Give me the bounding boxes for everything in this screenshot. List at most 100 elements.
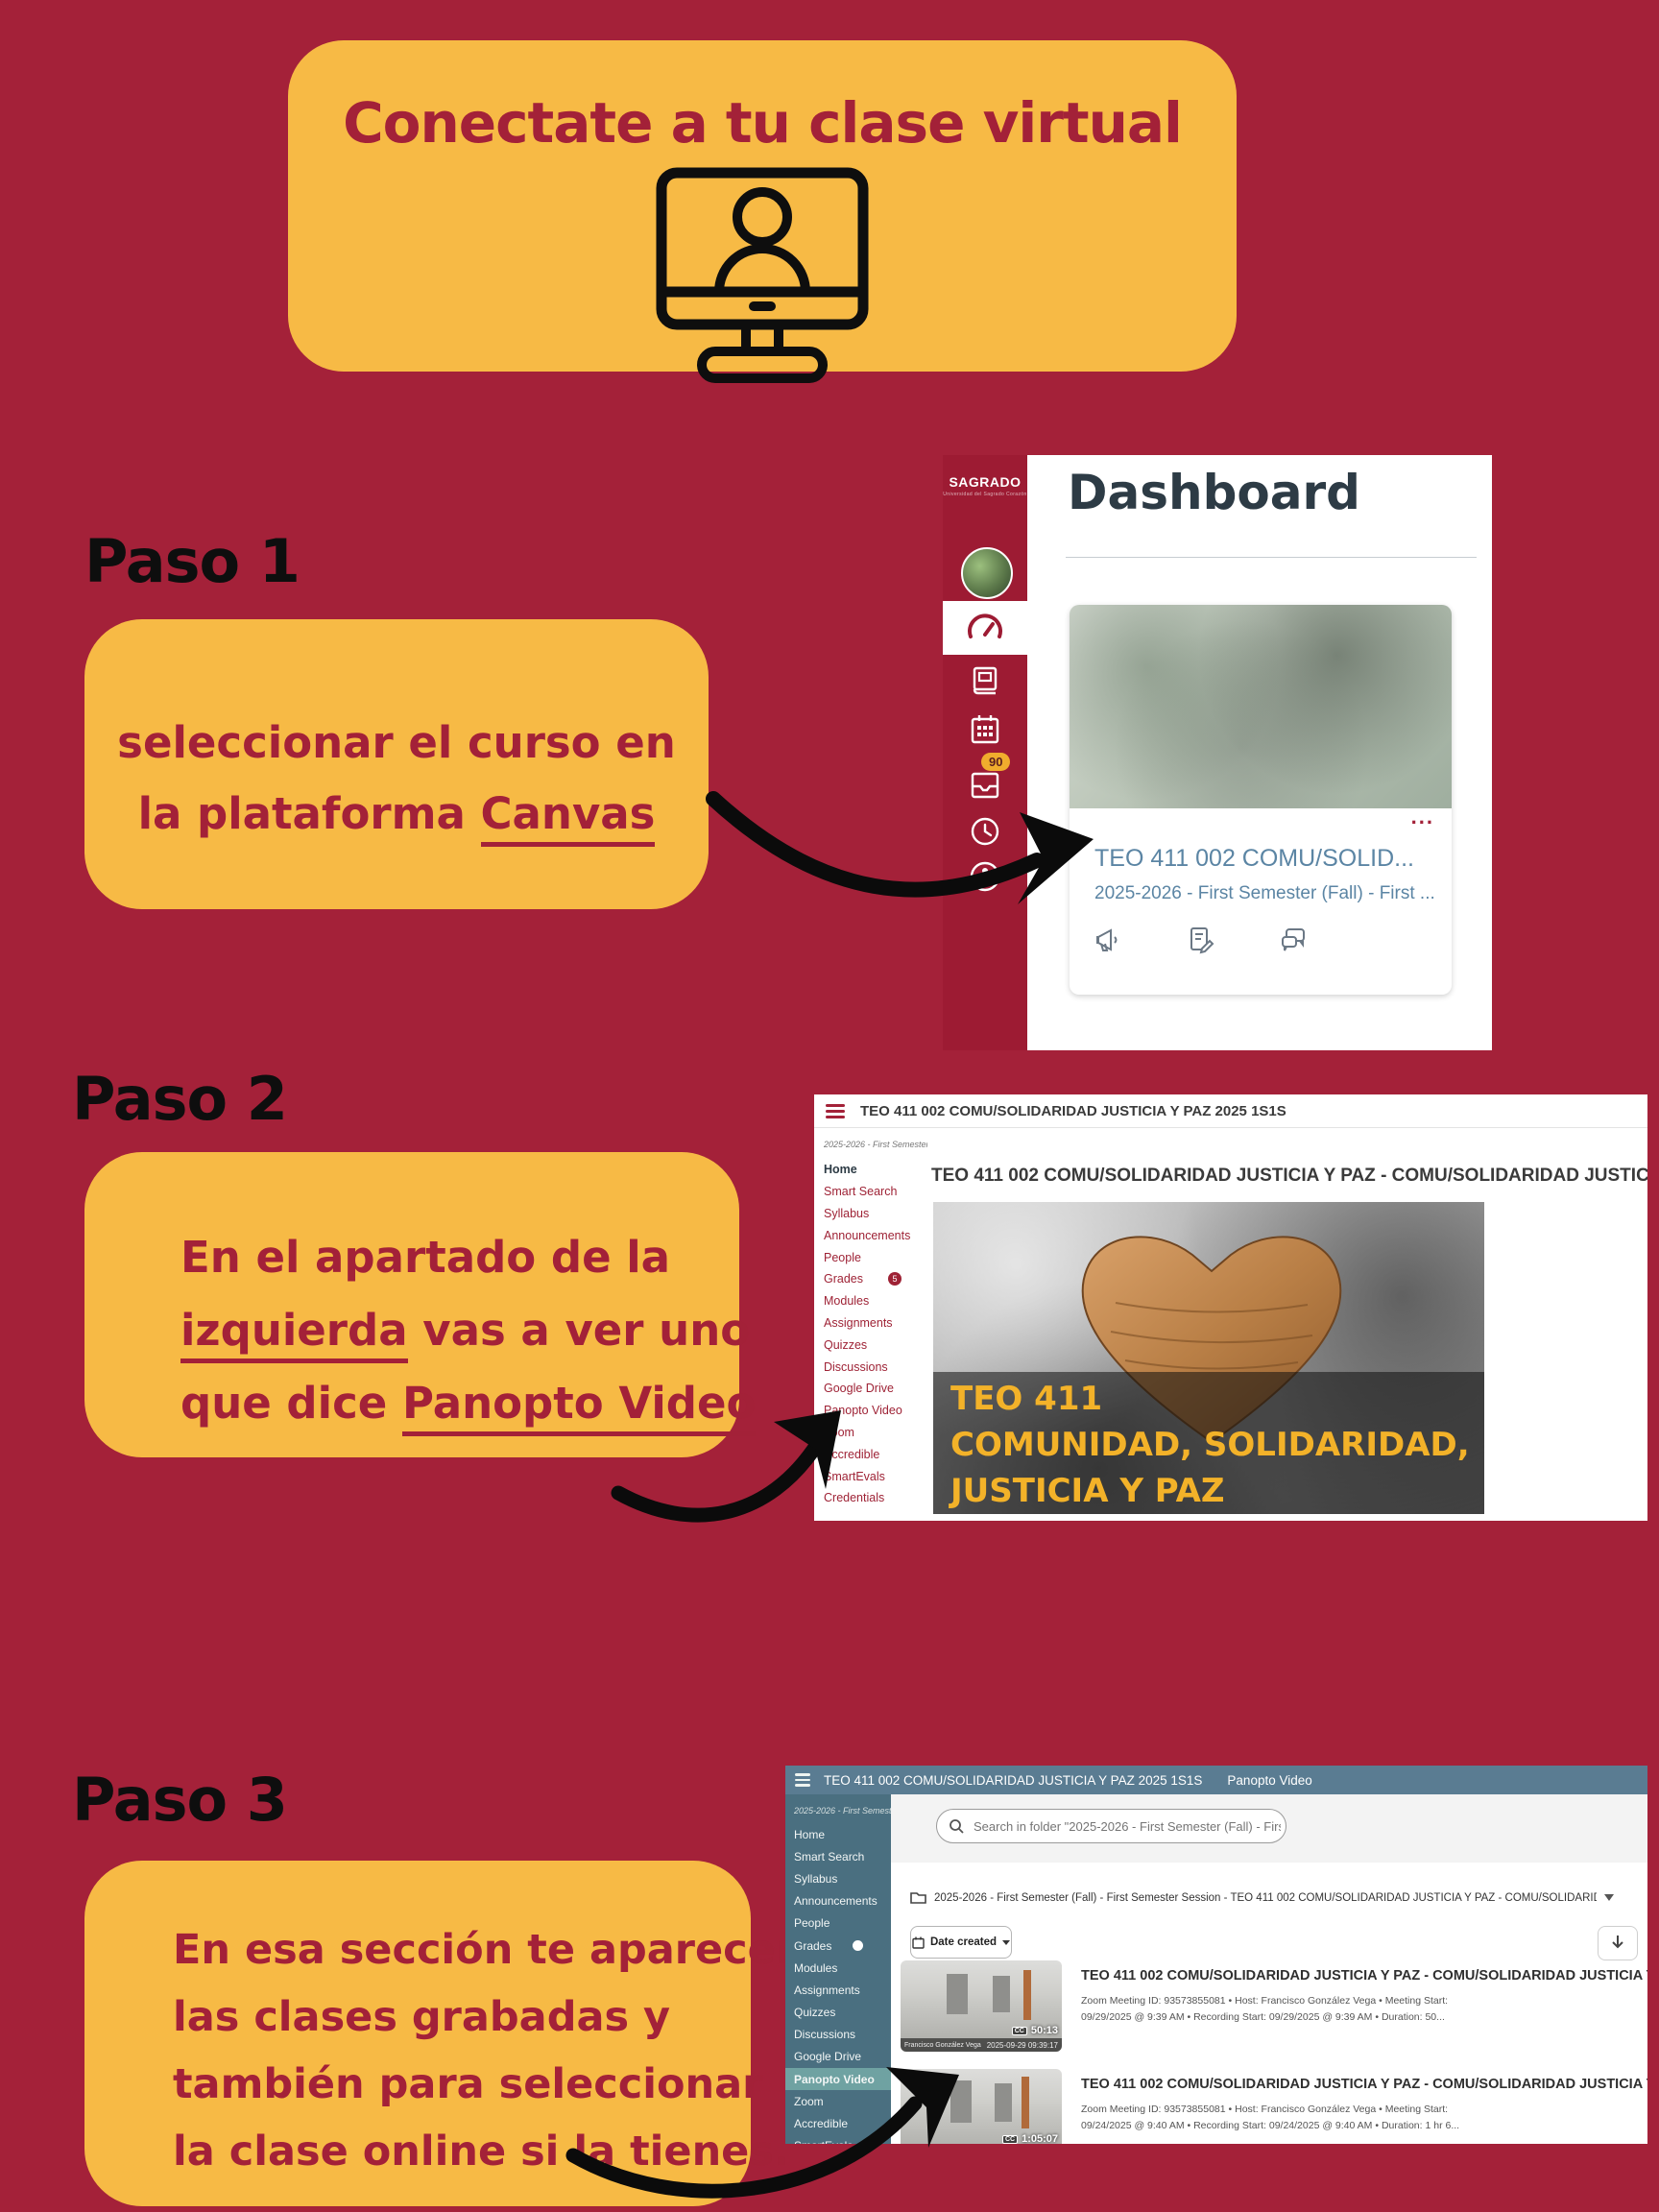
course-hero-image: TEO 411 COMUNIDAD, SOLIDARIDAD, JUSTICIA… [933, 1202, 1484, 1514]
course-nav-label: Smart Search [824, 1185, 898, 1199]
user-avatar[interactable] [961, 547, 1013, 599]
course-nav-item-panopto-selected[interactable]: Panopto Video [785, 2068, 900, 2091]
course-nav-label: Zoom [824, 1425, 854, 1439]
discussions-icon[interactable] [1279, 926, 1308, 954]
sort-date-created-button[interactable]: Date created [910, 1926, 1012, 1959]
course-nav-item[interactable]: Discussions [794, 2024, 891, 2046]
video-meta: 09/29/2025 @ 9:39 AM • Recording Start: … [1081, 2011, 1445, 2023]
course-nav-item[interactable]: Syllabus [794, 1867, 891, 1889]
folder-breadcrumb[interactable]: 2025-2026 - First Semester (Fall) - Firs… [910, 1890, 1630, 1905]
panopto-page-screenshot: TEO 411 002 COMU/SOLIDARIDAD JUSTICIA Y … [785, 1766, 1647, 2144]
term-label: 2025-2026 - First Semester (... [824, 1140, 927, 1149]
course-nav-item[interactable]: Smart Search [794, 1845, 891, 1867]
course-nav-label: Grades [794, 1938, 832, 1953]
courses-book-icon [973, 666, 998, 695]
course-card-title[interactable]: TEO 411 002 COMU/SOLID... [1094, 845, 1414, 872]
video-duration: 50:13 [1030, 2025, 1058, 2036]
course-nav-label: Credentials [824, 1491, 885, 1505]
course-nav-item[interactable]: Announcements [794, 1890, 891, 1912]
course-card-image [1070, 605, 1452, 808]
course-nav-item[interactable]: SmartEvals [794, 2135, 891, 2144]
course-nav-item[interactable]: Zoom [794, 2090, 891, 2112]
course-nav-label: Quizzes [794, 2006, 836, 2020]
course-nav-item[interactable]: Modules [824, 1290, 931, 1312]
term-label: 2025-2026 - First Semester (... [794, 1806, 898, 1815]
cc-badge: CC [1001, 2134, 1019, 2144]
panopto-main-area: 2025-2026 - First Semester (Fall) - Firs… [891, 1794, 1647, 2144]
course-card-subtitle: 2025-2026 - First Semester (Fall) - Firs… [1094, 883, 1435, 903]
course-nav-label: Accredible [794, 2117, 849, 2131]
course-nav-item[interactable]: Google Drive [824, 1378, 931, 1400]
course-card[interactable]: ... TEO 411 002 COMU/SOLID... 2025-2026 … [1070, 605, 1452, 995]
menu-hamburger-icon[interactable] [795, 1770, 810, 1790]
course-nav-item[interactable]: Zoom [824, 1422, 931, 1444]
course-nav-item[interactable]: Smart Search [824, 1181, 931, 1203]
paso1-heading: Paso 1 [84, 526, 301, 596]
canvas-link-text: Canvas [480, 788, 656, 847]
course-card-menu-button[interactable]: ... [1410, 805, 1434, 829]
nav-inbox[interactable] [943, 768, 1027, 803]
video-thumbnail[interactable]: CC1:05:07 Francisco González Vega2025-09… [901, 2069, 1062, 2144]
course-nav-item[interactable]: Google Drive [794, 2046, 891, 2068]
download-button[interactable] [1598, 1926, 1638, 1960]
assignments-icon[interactable] [1187, 926, 1215, 954]
sort-button-label: Date created [929, 1936, 998, 1948]
course-nav-item[interactable]: Assignments [794, 1979, 891, 2001]
header-card: Conectate a tu clase virtual [288, 40, 1237, 383]
breadcrumb-text: 2025-2026 - First Semester (Fall) - Firs… [934, 1891, 1597, 1904]
dashboard-divider [1066, 557, 1477, 558]
course-nav-item[interactable]: Accredible [824, 1443, 931, 1465]
course-nav-label: Assignments [794, 1983, 860, 1997]
classroom-door [947, 1974, 968, 2014]
nav-dashboard-active[interactable] [943, 601, 1027, 655]
announcements-megaphone-icon[interactable] [1094, 926, 1123, 954]
panopto-search-box[interactable] [936, 1809, 1286, 1843]
panopto-video-underlined-text: Panopto Video [401, 1378, 757, 1436]
course-nav-item-grades[interactable]: Grades [794, 1935, 891, 1957]
inbox-icon [971, 772, 999, 799]
course-nav-item[interactable]: People [794, 1912, 891, 1935]
paso1-bubble-line1: seleccionar el curso en [117, 717, 676, 768]
course-nav-item[interactable]: Assignments [824, 1312, 931, 1334]
course-nav-item[interactable]: Discussions [824, 1356, 931, 1378]
course-nav-item[interactable]: Announcements [824, 1224, 931, 1246]
course-nav-item[interactable]: Modules [794, 1957, 891, 1979]
cc-badge: CC [1011, 2026, 1027, 2035]
nav-help[interactable] [943, 858, 1027, 895]
panopto-topbar-section: Panopto Video [1227, 1772, 1312, 1788]
grades-badge: 5 [888, 1272, 902, 1286]
search-input[interactable] [972, 1817, 1283, 1835]
search-icon [950, 1819, 964, 1834]
course-nav-item[interactable]: Quizzes [824, 1334, 931, 1356]
panopto-topbar: TEO 411 002 COMU/SOLIDARIDAD JUSTICIA Y … [785, 1766, 1647, 1794]
video-title[interactable]: TEO 411 002 COMU/SOLIDARIDAD JUSTICIA Y … [1081, 2077, 1647, 2092]
calendar-icon [971, 715, 999, 744]
menu-hamburger-icon[interactable] [826, 1101, 845, 1121]
course-nav-item[interactable]: Home [824, 1159, 931, 1181]
course-nav-item[interactable]: Credentials [824, 1487, 931, 1509]
course-nav-item[interactable]: Quizzes [794, 2002, 891, 2024]
nav-history[interactable] [943, 814, 1027, 849]
video-duration: 1:05:07 [1022, 2133, 1058, 2144]
course-nav-label: SmartEvals [794, 2139, 853, 2144]
inbox-unread-badge: 90 [981, 753, 1011, 771]
course-page-heading: TEO 411 002 COMU/SOLIDARIDAD JUSTICIA Y … [931, 1166, 1647, 1186]
course-nav-item[interactable]: People [824, 1246, 931, 1268]
course-nav-item[interactable]: SmartEvals [824, 1465, 931, 1487]
course-nav-item[interactable]: Home [794, 1823, 891, 1845]
dashboard-title: Dashboard [1068, 465, 1360, 520]
course-nav-label: People [824, 1250, 861, 1264]
nav-calendar[interactable] [943, 712, 1027, 747]
folder-icon [910, 1892, 926, 1904]
course-nav-item-panopto[interactable]: Panopto Video [824, 1400, 931, 1422]
course-nav-item[interactable]: Syllabus [824, 1203, 931, 1225]
course-nav-item[interactable]: Accredible [794, 2112, 891, 2134]
course-nav-list: Home Smart Search Syllabus Announcements… [824, 1159, 931, 1509]
chevron-down-icon [1604, 1894, 1614, 1901]
nav-courses[interactable] [943, 664, 1027, 699]
video-title[interactable]: TEO 411 002 COMU/SOLIDARIDAD JUSTICIA Y … [1081, 1968, 1647, 1984]
hero-overlay-band: TEO 411 COMUNIDAD, SOLIDARIDAD, JUSTICIA… [933, 1372, 1484, 1514]
course-card-actions [1094, 926, 1308, 954]
